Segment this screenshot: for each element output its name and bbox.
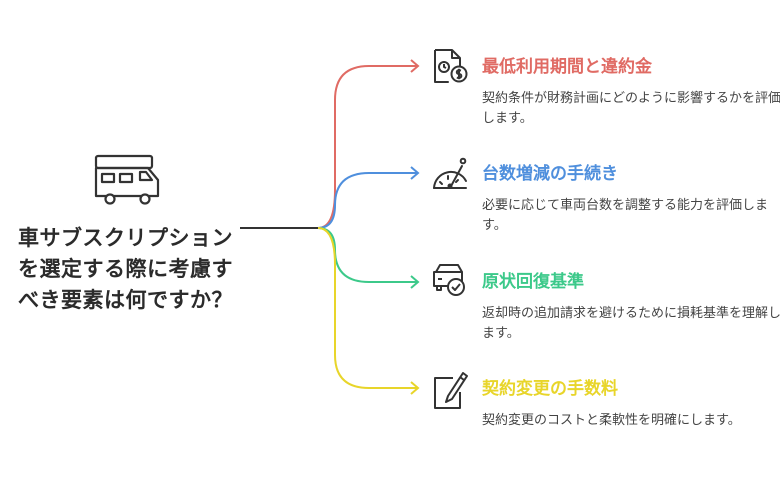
gauge-icon: [433, 157, 467, 189]
branch-title-3: 原状回復基準: [482, 272, 584, 292]
branch-title-1: 最低利用期間と違約金: [482, 57, 652, 77]
branch-title-4: 契約変更の手数料: [482, 379, 618, 399]
pen-paper-icon: [434, 372, 468, 409]
connector-branch-2-arrow: [410, 166, 420, 180]
connector-branch-3-arrow: [410, 275, 420, 289]
branch-description-2: 必要に応じて車両台数を調整する能力を評価します。: [482, 198, 769, 233]
connector-branch-2: [317, 172, 418, 229]
camper-van-icon: [94, 154, 160, 205]
branch-description-1: 契約条件が財務計画にどのように影響するかを評価します。: [482, 91, 780, 126]
document-clock-money-icon: [434, 49, 468, 83]
central-title: 車サブスクリプションを選定する際に考慮すべき要素は何ですか？: [18, 226, 233, 312]
connector-branch-1: [317, 65, 418, 229]
connector-branch-4-arrow: [410, 381, 420, 395]
branch-title-2: 台数増減の手続き: [482, 164, 618, 184]
connector-branch-4: [317, 227, 418, 389]
branch-description-4: 契約変更のコストと柔軟性を明確にします。: [482, 413, 741, 428]
car-check-icon: [433, 264, 465, 296]
connectors: [240, 59, 420, 395]
connector-branch-1-arrow: [410, 59, 420, 73]
connector-branch-3: [317, 227, 418, 283]
branch-description-3: 返却時の追加請求を避けるために損耗基準を理解します。: [482, 306, 780, 341]
